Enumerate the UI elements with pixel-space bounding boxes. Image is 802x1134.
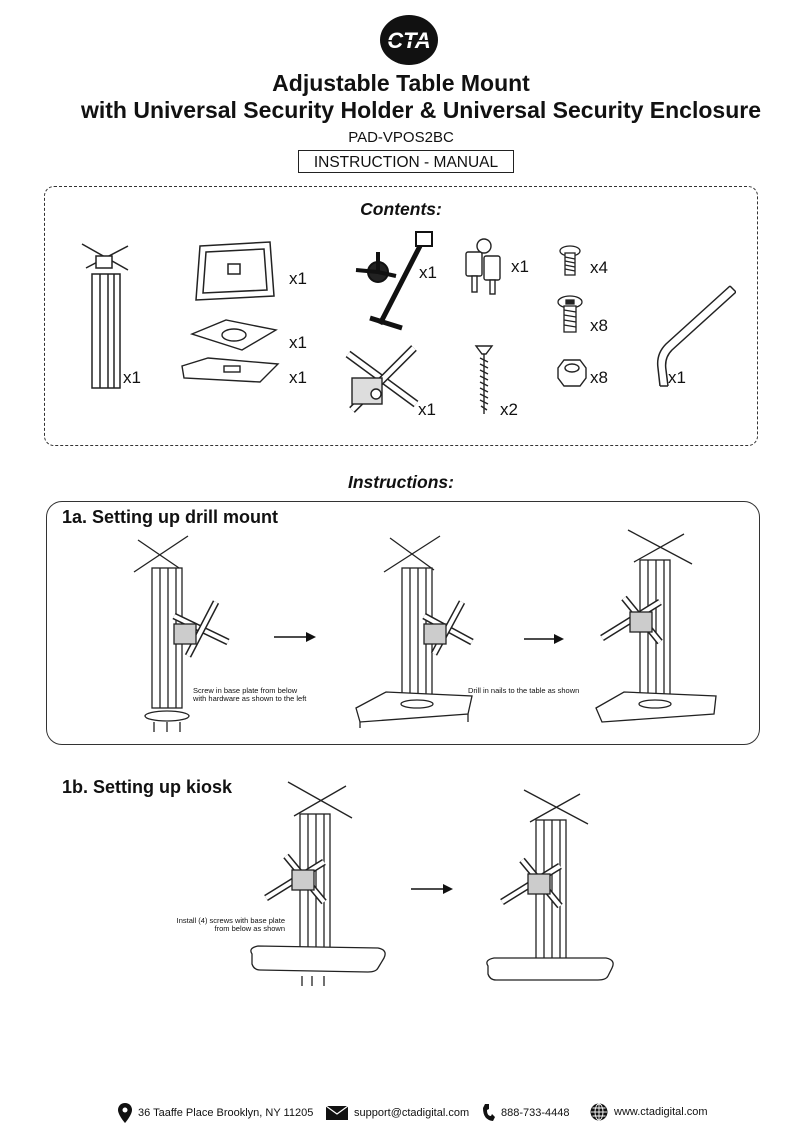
contents-heading: Contents:: [360, 199, 442, 219]
model-number: PAD-VPOS2BC: [348, 129, 454, 146]
globe-icon: [590, 1103, 608, 1121]
kiosk-figure-2: [486, 789, 614, 981]
website-link[interactable]: www.ctadigital.com: [614, 1106, 708, 1118]
step-1a-note-2: Drill in nails to the table as shown: [468, 686, 580, 695]
qty-small-screw: x4: [590, 258, 608, 277]
holder-icon: [355, 231, 433, 331]
step-1a-title: 1a. Setting up drill mount: [62, 507, 278, 527]
location-pin-icon: [118, 1103, 132, 1123]
kiosk-figure-1: [250, 781, 386, 986]
manual-label: INSTRUCTION - MANUAL: [298, 150, 514, 173]
pole-icon: [81, 243, 129, 389]
step-1a-note-1-line-1: Screw in base plate from below: [193, 686, 298, 695]
step-1b-note: Install (4) screws with base plate from …: [167, 917, 285, 933]
footer-address: 36 Taaffe Place Brooklyn, NY 11205: [118, 1103, 313, 1123]
email-link[interactable]: support@ctadigital.com: [354, 1107, 470, 1119]
hex-bolt-icon: [557, 295, 583, 333]
drill-mount-figure-2: [355, 535, 474, 728]
phone-link[interactable]: 888-733-4448: [501, 1107, 570, 1119]
footer-phone[interactable]: 888-733-4448: [483, 1104, 570, 1122]
title-line-1: Adjustable Table Mount: [272, 70, 530, 96]
allen-key-icon: [656, 285, 736, 387]
qty-holder: x1: [419, 263, 437, 282]
step-1b-title: 1b. Setting up kiosk: [62, 777, 233, 797]
qty-plate: x1: [289, 333, 307, 352]
qty-hex-bolt: x8: [590, 316, 608, 335]
step-1b-note-line-1: Install (4) screws with base plate: [176, 916, 285, 925]
title-line-2: with Universal Security Holder & Univers…: [80, 97, 762, 123]
qty-pole: x1: [123, 368, 141, 387]
drill-mount-figure-3: [595, 529, 717, 723]
address-text: 36 Taaffe Place Brooklyn, NY 11205: [138, 1107, 314, 1119]
step-1a-note-1: Screw in base plate from below with hard…: [193, 687, 306, 703]
footer-email[interactable]: support@ctadigital.com: [326, 1106, 469, 1120]
enclosure-icon: [195, 241, 275, 301]
drill-mount-figure-1: [133, 535, 230, 732]
step-1a-box: [46, 501, 760, 745]
qty-nut: x8: [590, 368, 608, 387]
arrow-icon: [524, 634, 564, 644]
phone-icon: [483, 1104, 495, 1121]
cta-logo: CTA: [380, 15, 438, 65]
vesa-bracket-icon: [345, 345, 419, 413]
step-1a-note-1-line-2: with hardware as shown to the left: [193, 694, 307, 703]
instructions-heading: Instructions:: [348, 472, 454, 492]
contents-box: [44, 186, 758, 446]
step-1b-note-line-2: from below as shown: [214, 924, 285, 933]
nut-icon: [557, 359, 587, 387]
small-screw-icon: [559, 245, 581, 276]
qty-enclosure: x1: [289, 269, 307, 288]
qty-wood-screw: x2: [500, 400, 518, 419]
qty-base-plate: x1: [289, 368, 307, 387]
arrow-icon: [411, 884, 453, 894]
base-plate-icon: [181, 357, 280, 383]
footer-website[interactable]: www.ctadigital.com: [590, 1103, 708, 1121]
key-icon: [465, 238, 501, 295]
qty-vesa-bracket: x1: [418, 400, 436, 419]
qty-key: x1: [511, 257, 529, 276]
arrow-icon: [274, 632, 316, 642]
plate-icon: [189, 319, 278, 351]
wood-screw-icon: [474, 345, 494, 414]
qty-allen-key: x1: [668, 368, 686, 387]
envelope-icon: [326, 1106, 348, 1120]
